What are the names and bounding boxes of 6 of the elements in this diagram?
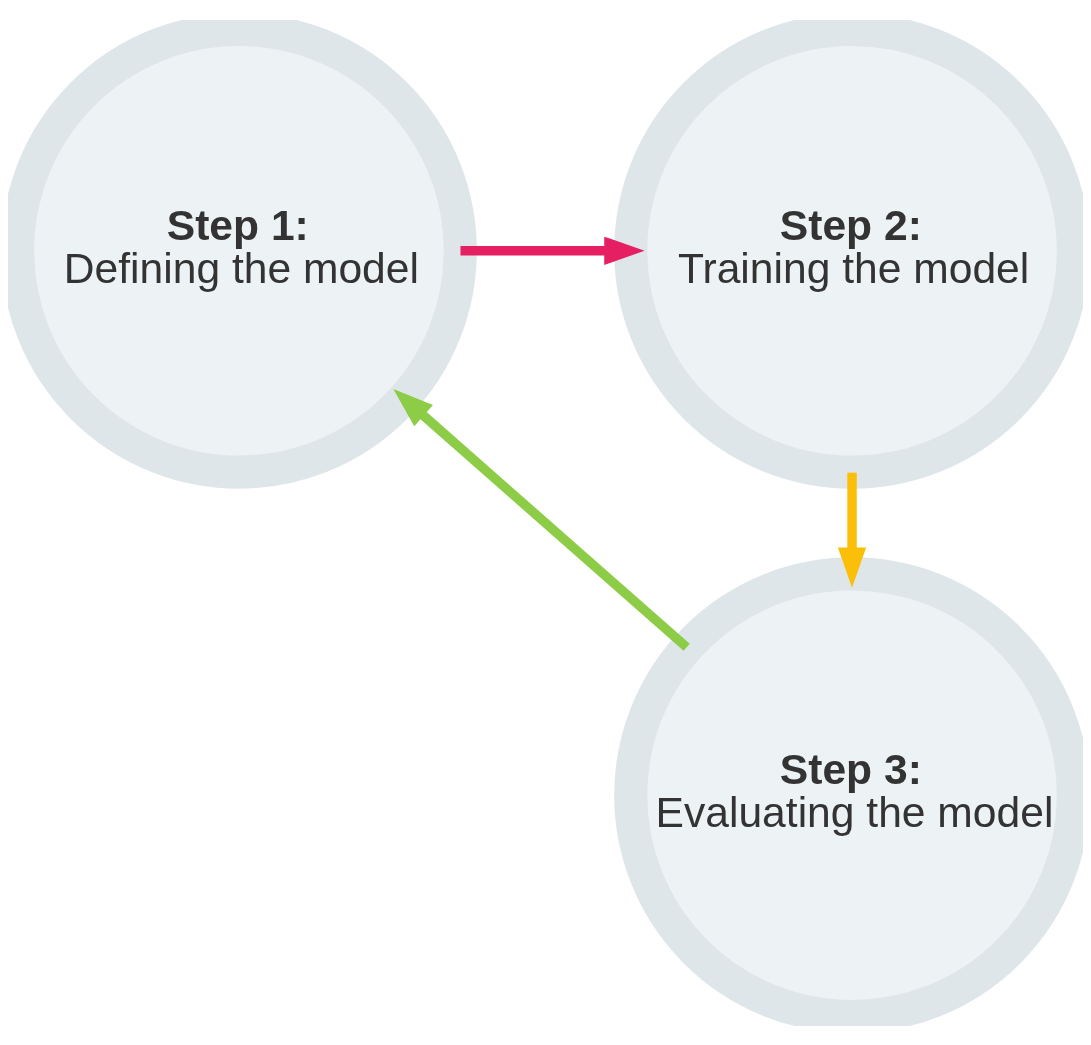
node-circle: Step 1: Defining the model: [8, 19, 477, 489]
arrow: [393, 388, 690, 651]
arrow: [837, 472, 867, 588]
node-circle: Step 3: Evaluating the model: [614, 556, 1083, 1026]
node-circle: Step 2: Training the model: [614, 19, 1083, 489]
arrow: [460, 236, 645, 265]
